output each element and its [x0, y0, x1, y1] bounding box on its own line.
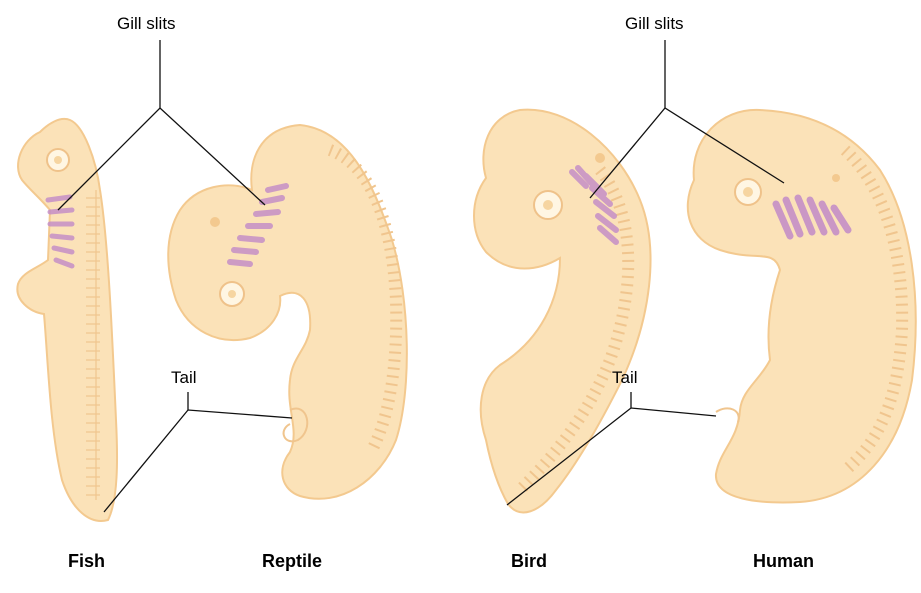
- fish-body: [17, 119, 117, 521]
- fish-somites: [86, 190, 100, 500]
- caption-bird: Bird: [511, 551, 547, 572]
- bird-body: [474, 110, 650, 513]
- tail-label-right: Tail: [612, 368, 638, 388]
- tail-label-left: Tail: [171, 368, 197, 388]
- gill-slits-label-left: Gill slits: [117, 14, 176, 34]
- human-ear-spot: [832, 174, 840, 182]
- human-embryo: [688, 110, 916, 503]
- reptile-embryo: [168, 125, 407, 499]
- gill-slits-label-right: Gill slits: [625, 14, 684, 34]
- fish-embryo: [17, 119, 117, 521]
- caption-fish: Fish: [68, 551, 105, 572]
- human-body: [688, 110, 916, 503]
- caption-human: Human: [753, 551, 814, 572]
- human-tail: [716, 408, 739, 422]
- leader-lines: [58, 40, 784, 512]
- leader-tail-left: [104, 410, 292, 512]
- bird-ear-spot: [595, 153, 605, 163]
- reptile-ear-spot: [210, 217, 220, 227]
- caption-reptile: Reptile: [262, 551, 322, 572]
- bird-embryo: [474, 110, 650, 513]
- reptile-body: [168, 125, 407, 499]
